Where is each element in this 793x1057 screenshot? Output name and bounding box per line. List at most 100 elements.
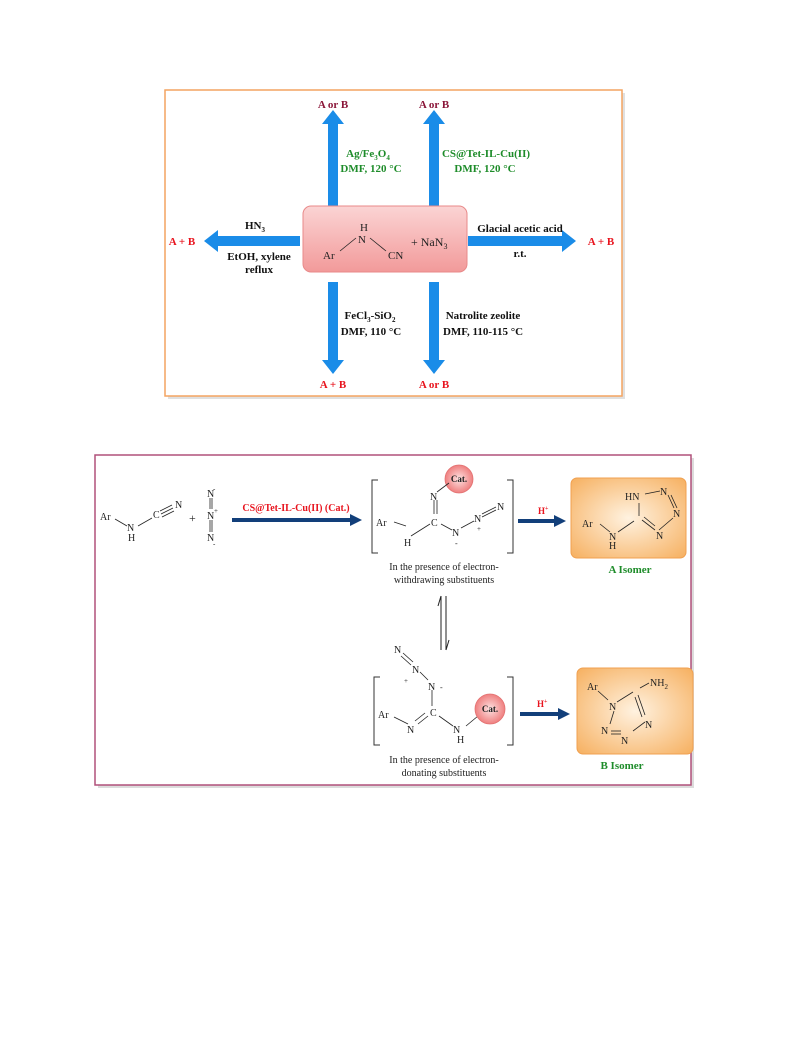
iso-b-n2: N (601, 726, 608, 737)
iso-a-n1: N (660, 487, 667, 498)
ar-text: Ar (323, 250, 335, 262)
arrow-down-right (423, 282, 445, 374)
iso-a-n2: N (673, 509, 680, 520)
product-top-left: A or B (318, 99, 349, 111)
isomer-a-box (570, 477, 687, 559)
azide-n3: N (207, 533, 214, 544)
bottom-int-n-az: N (428, 682, 435, 693)
top-int-h: H (404, 538, 411, 549)
equilibrium-arrows (437, 595, 450, 651)
bottom-int-minus: - (440, 683, 443, 692)
product-left: A + B (169, 236, 196, 248)
nh-n-text: N (358, 234, 366, 246)
reactant-c: C (153, 510, 160, 521)
reactant-n2: N (175, 500, 182, 511)
reactant-h: H (128, 533, 135, 544)
bottom-int-caption-2: donating substituents (402, 768, 487, 779)
bottom-int-bracket-left (373, 676, 380, 746)
azide-plus: + (214, 507, 218, 515)
top-int-plus: + (477, 525, 481, 533)
top-int-c: C (431, 518, 438, 529)
plus-nan3-text: + NaN3 (411, 235, 447, 251)
cat-text-top: Cat. (451, 474, 467, 484)
cond-cs-tet-il: CS@Tet-IL-Cu(II) (442, 148, 530, 160)
top-int-bracket-right (507, 479, 514, 554)
cond-dmf-110: DMF, 110 °C (341, 326, 402, 338)
top-int-n-top: N (430, 492, 437, 503)
blue-arrows (204, 110, 576, 374)
cond-ag-fe3o4: Ag/Fe3O4 (346, 148, 390, 162)
acid-top: H+ (538, 506, 549, 516)
cat-text-bottom: Cat. (482, 704, 498, 714)
panel-conditions: H N Ar CN + NaN3 A or B Ag/Fe3O4 DMF, 12… (164, 89, 625, 399)
cond-dmf-120-a: DMF, 120 °C (340, 163, 401, 175)
iso-a-ar: Ar (582, 519, 593, 530)
top-int-n-az3: N (497, 502, 504, 513)
arrow-left (204, 230, 300, 252)
starting-material-box (302, 205, 468, 273)
azide-n2: N (207, 511, 214, 522)
azide-minus1: - (213, 485, 216, 493)
iso-b-n4: N (645, 720, 652, 731)
top-int-ar: Ar (376, 518, 387, 529)
bottom-int-bracket-right (507, 676, 514, 746)
bottom-intermediate: N N + N - C Ar N N H Cat. (378, 645, 506, 746)
cyanamide-reactant (114, 504, 175, 527)
catalyst-arrow (232, 514, 362, 526)
arrow-up-left (322, 110, 344, 208)
cond-dmf-110-115: DMF, 110-115 °C (443, 326, 523, 338)
top-int-caption-2: withdrawing substituents (394, 575, 494, 586)
iso-b-nh2: NH2 (650, 678, 668, 691)
bottom-int-c: C (430, 708, 437, 719)
top-int-n-az: N (452, 528, 459, 539)
product-right: A + B (588, 236, 615, 248)
starting-material: H N Ar CN + NaN3 (323, 222, 447, 262)
top-intermediate: Cat. Ar H N C N - N + N (376, 464, 504, 549)
top-int-n-az2: N (474, 514, 481, 525)
azide-n1: N (207, 489, 214, 500)
acid-arrow-bottom (520, 708, 570, 720)
iso-a-h: H (609, 541, 616, 552)
top-int-caption-1: In the presence of electron- (389, 562, 498, 573)
cond-dmf-120-b: DMF, 120 °C (454, 163, 515, 175)
azide: N - N + N - (207, 485, 218, 548)
arrow-down-left (322, 282, 344, 374)
isomer-b-box (576, 667, 694, 755)
reactant-ar: Ar (100, 512, 111, 523)
bottom-int-nh-n: N (453, 725, 460, 736)
iso-b-n3: N (621, 736, 628, 747)
bottom-int-plus: + (404, 677, 408, 685)
cond-natrolite: Natrolite zeolite (446, 310, 521, 322)
iso-a-n: N (609, 532, 616, 543)
acid-bottom: H+ (537, 699, 548, 709)
top-int-minus: - (455, 539, 458, 548)
product-bottom-right: A or B (419, 379, 450, 391)
arrow-up-right (423, 110, 445, 208)
cond-rt: r.t. (513, 248, 526, 260)
cond-etoh-xylene: EtOH, xylene (227, 251, 291, 263)
nh-h-text: H (360, 222, 368, 234)
catalyst-label: CS@Tet-IL-Cu(II) (Cat.) (242, 503, 349, 514)
isomer-b-structure: Ar NH2 N N N N (587, 678, 668, 747)
plus-sign: + (189, 511, 196, 525)
cn-text: CN (388, 250, 403, 262)
bottom-int-ar: Ar (378, 710, 389, 721)
bottom-int-n-az3: N (394, 645, 401, 656)
reactant-n: N (127, 523, 134, 534)
cat-circle-top (444, 464, 474, 494)
cond-reflux: reflux (245, 264, 273, 276)
iso-a-n3: N (656, 531, 663, 542)
cond-fecl3-sio2: FeCl3-SiO2 (344, 310, 396, 324)
iso-b-n1: N (609, 702, 616, 713)
isomer-a-label: A Isomer (608, 564, 651, 576)
bottom-int-n: N (407, 725, 414, 736)
bottom-int-n-az2: N (412, 665, 419, 676)
cat-circle-bottom (474, 693, 506, 725)
cond-glacial-acetic: Glacial acetic acid (477, 223, 563, 235)
iso-a-hn: HN (625, 492, 639, 503)
top-int-bracket-left (371, 479, 378, 554)
bottom-int-caption-1: In the presence of electron- (389, 755, 498, 766)
arrow-right (468, 230, 576, 252)
bottom-int-nh-h: H (457, 735, 464, 746)
